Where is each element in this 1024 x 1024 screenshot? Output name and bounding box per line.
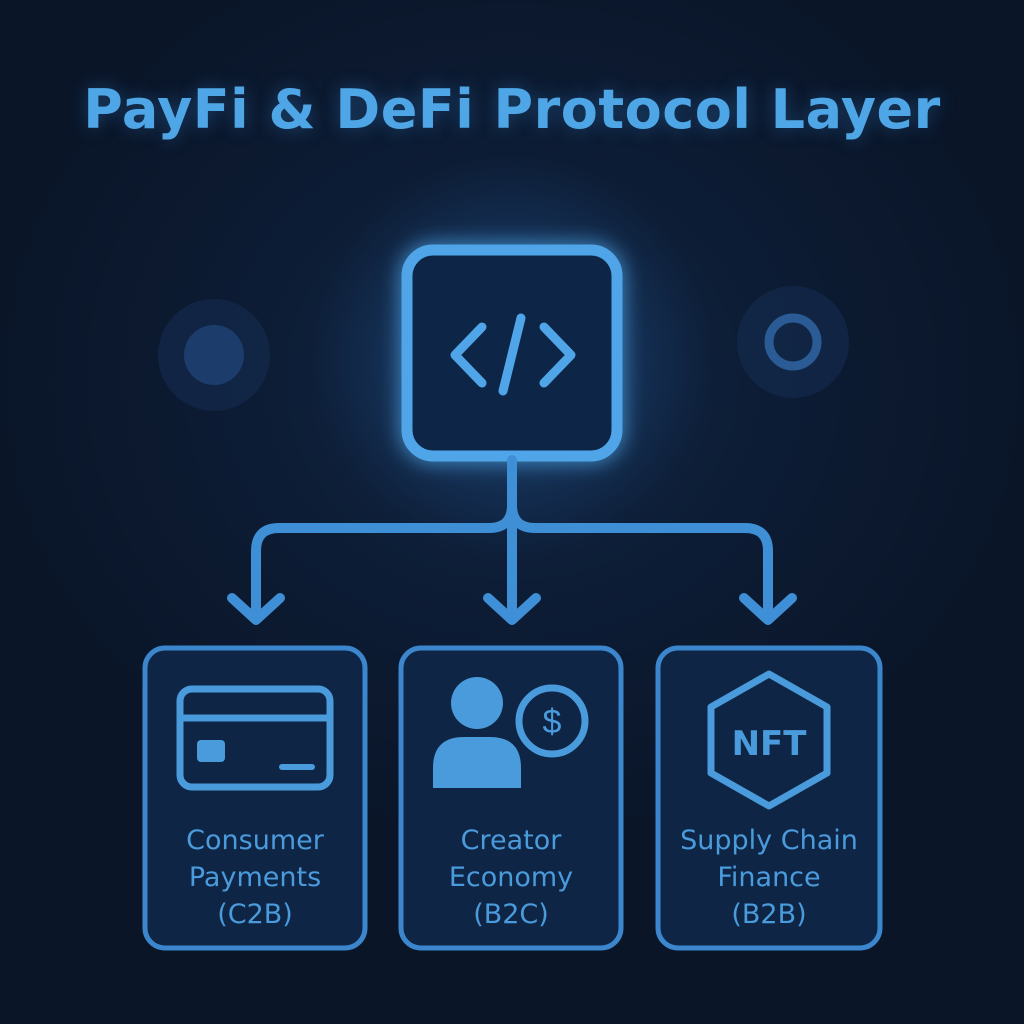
code-brackets-icon — [450, 313, 576, 396]
filled-dot-icon — [184, 325, 244, 385]
card-label-creator-economy: Creator Economy (B2C) — [399, 822, 623, 933]
right-side-node — [737, 286, 849, 398]
card-label-line: (B2B) — [731, 899, 807, 930]
card-label-line: Finance — [717, 862, 821, 893]
arrow-down-icon — [227, 593, 285, 625]
ring-icon — [764, 313, 822, 371]
protocol-hub — [401, 244, 623, 462]
card-supply-chain-finance: NFT — [655, 645, 883, 951]
nft-symbol: NFT — [732, 724, 808, 764]
credit-card-icon — [176, 685, 334, 791]
nft-hexagon-icon: NFT — [707, 670, 831, 810]
user-dollar-icon: $ — [433, 677, 589, 788]
card-label-line: Creator — [460, 825, 562, 856]
card-label-line: Payments — [188, 862, 322, 893]
dollar-sign-icon: $ — [543, 703, 562, 741]
card-label-line: Economy — [448, 862, 574, 893]
card-label-consumer-payments: Consumer Payments (C2B) — [143, 822, 367, 933]
card-consumer-payments — [142, 645, 368, 951]
card-label-line: Consumer — [186, 825, 324, 856]
arrow-down-icon — [483, 593, 541, 625]
card-label-line: (B2C) — [473, 899, 549, 930]
card-label-supply-chain-finance: Supply Chain Finance (B2B) — [657, 822, 881, 933]
connector-lines — [227, 455, 797, 625]
left-side-node — [158, 299, 270, 411]
arrow-down-icon — [739, 593, 797, 625]
page-title: PayFi & DeFi Protocol Layer — [83, 78, 941, 141]
card-label-line: (C2B) — [217, 899, 293, 930]
card-label-line: Supply Chain — [680, 825, 858, 856]
card-creator-economy: $ — [398, 645, 624, 951]
